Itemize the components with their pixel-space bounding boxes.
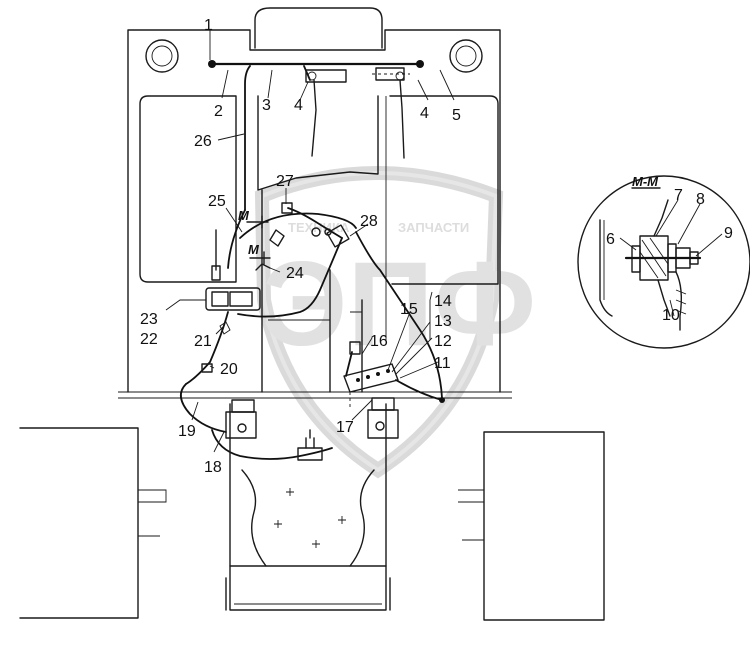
callout-20: 20 (220, 361, 238, 378)
callout-6: 6 (606, 231, 615, 248)
callouts: 1 2 3 4 4 5 26 27 25 28 24 23 22 21 20 1… (140, 17, 733, 476)
callout-17: 17 (336, 419, 354, 436)
section-label: M-M (632, 174, 659, 189)
callout-16: 16 (370, 333, 388, 350)
watermark-text-left: ТЕХНИКА (288, 220, 350, 235)
watermark-text-right: ЗАПЧАСТИ (398, 220, 469, 235)
watermark-logo: ЭПФ (262, 237, 536, 371)
callout-7: 7 (674, 187, 683, 204)
callout-13: 13 (434, 313, 452, 330)
callout-1: 1 (204, 17, 213, 34)
callout-22: 22 (140, 331, 158, 348)
callout-23: 23 (140, 311, 158, 328)
lower-harness (180, 341, 443, 461)
callout-14: 14 (434, 293, 452, 310)
cab-outline (118, 7, 512, 399)
leader-lines (165, 30, 723, 453)
callout-18: 18 (204, 459, 222, 476)
callout-4-left: 4 (294, 97, 303, 114)
callout-24: 24 (286, 265, 304, 282)
roof-harness (208, 60, 424, 211)
callout-2: 2 (214, 103, 223, 120)
cut-mark-top: M (238, 208, 250, 223)
callout-26: 26 (194, 133, 212, 150)
detail-section-mm: M-M (577, 174, 750, 349)
cut-mark-bottom: M (248, 242, 260, 257)
callout-12: 12 (434, 333, 452, 350)
callout-19: 19 (178, 423, 196, 440)
watermark-shield: ЭПФ ТЕХНИКА ЗАПЧАСТИ (254, 166, 536, 479)
callout-25: 25 (208, 193, 226, 210)
callout-3: 3 (262, 97, 271, 114)
callout-5: 5 (452, 107, 461, 124)
callout-8: 8 (696, 191, 705, 208)
callout-4-right: 4 (420, 105, 429, 122)
chassis (19, 403, 605, 621)
callout-28: 28 (360, 213, 378, 230)
callout-27: 27 (276, 173, 294, 190)
front-harness (185, 202, 445, 403)
callout-10: 10 (662, 307, 680, 324)
callout-9: 9 (724, 225, 733, 242)
callout-15: 15 (400, 301, 418, 318)
callout-21: 21 (194, 333, 212, 350)
callout-11: 11 (434, 355, 451, 372)
